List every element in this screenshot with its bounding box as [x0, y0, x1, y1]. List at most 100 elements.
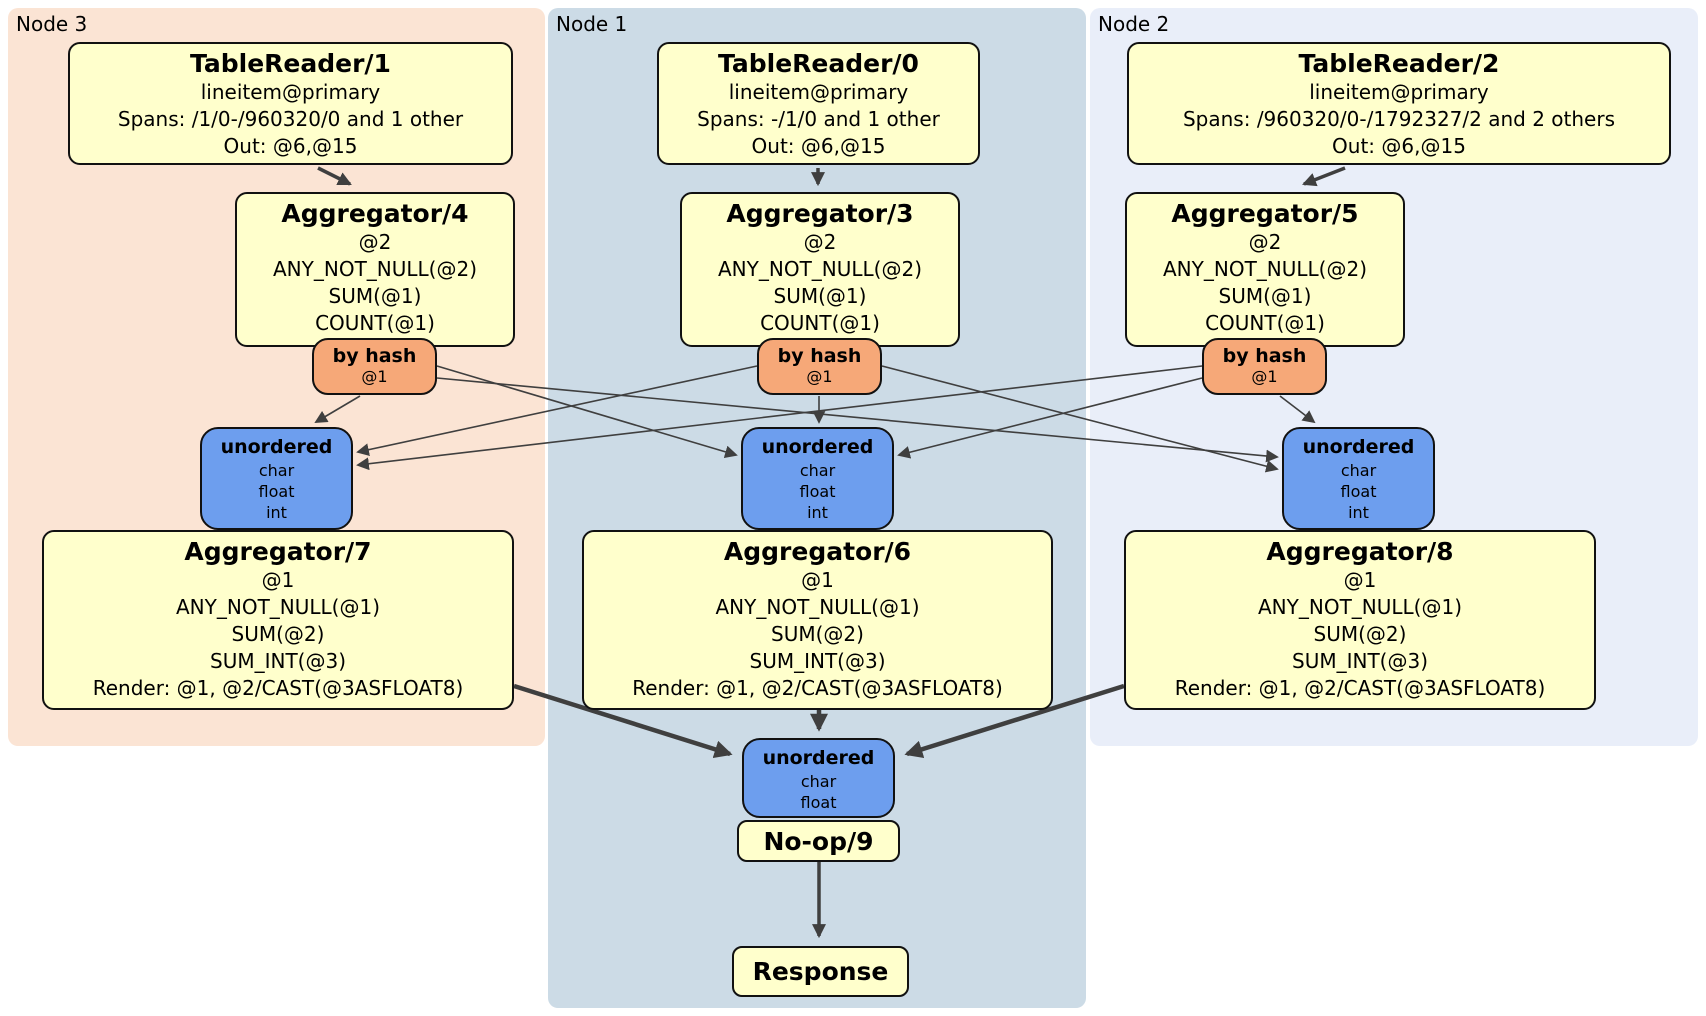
node2-label: Node 2: [1098, 12, 1170, 36]
sync-output-title: unordered: [762, 747, 875, 769]
aggregator-8: Aggregator/8 @1 ANY_NOT_NULL(@1) SUM(@2)…: [1124, 530, 1596, 710]
aggregator-4-fn1: ANY_NOT_NULL(@2): [273, 257, 477, 281]
aggregator-3-fn3: COUNT(@1): [760, 311, 880, 335]
sync-node3-title: unordered: [220, 436, 333, 458]
table-reader-2-title: TableReader/2: [1298, 49, 1500, 78]
sync-node3: unordered char float int: [200, 427, 353, 530]
sync-node2-col2: float: [1340, 482, 1377, 501]
edge-router3-sync1: [436, 365, 738, 459]
aggregator-8-groupcols: @1: [1343, 568, 1377, 592]
aggregator-7-groupcols: @1: [261, 568, 295, 592]
table-reader-0-spans: Spans: -/1/0 and 1 other: [697, 107, 940, 131]
aggregator-4: Aggregator/4 @2 ANY_NOT_NULL(@2) SUM(@1)…: [235, 192, 515, 347]
aggregator-6: Aggregator/6 @1 ANY_NOT_NULL(@1) SUM(@2)…: [582, 530, 1053, 710]
table-reader-1-out: Out: @6,@15: [223, 134, 358, 158]
table-reader-0-out: Out: @6,@15: [751, 134, 886, 158]
table-reader-0: TableReader/0 lineitem@primary Spans: -/…: [657, 42, 980, 165]
aggregator-6-groupcols: @1: [801, 568, 834, 592]
sync-node3-col2: float: [258, 482, 295, 501]
aggregator-8-fn1: ANY_NOT_NULL(@1): [1258, 595, 1462, 619]
aggregator-5-groupcols: @2: [1248, 230, 1282, 254]
aggregator-4-title: Aggregator/4: [281, 199, 469, 228]
hash-router-node2-title: by hash: [1222, 345, 1307, 367]
node1-label: Node 1: [556, 12, 628, 36]
aggregator-3-fn2: SUM(@1): [773, 284, 867, 308]
noop-processor-title: No-op/9: [763, 826, 874, 856]
sync-node2-col1: char: [1340, 461, 1377, 480]
edge-aggregator8-outputsync: [904, 683, 1125, 759]
sync-node1-title: unordered: [761, 436, 874, 458]
aggregator-5-fn3: COUNT(@1): [1205, 311, 1325, 335]
hash-router-node2: by hash @1: [1202, 338, 1327, 395]
aggregator-5-fn2: SUM(@1): [1218, 284, 1312, 308]
sync-node1-col2: float: [799, 482, 836, 501]
response-node-title: Response: [752, 957, 889, 986]
hash-router-node1-columns: @1: [806, 367, 833, 386]
aggregator-4-groupcols: @2: [358, 230, 392, 254]
edge-router3-sync3: [314, 395, 361, 423]
edge-tablereader1-aggregator4: [317, 166, 352, 186]
aggregator-8-fn2: SUM(@2): [1313, 622, 1407, 646]
sync-node3-col1: char: [258, 461, 295, 480]
aggregator-8-title: Aggregator/8: [1266, 537, 1454, 566]
table-reader-2-index: lineitem@primary: [1309, 80, 1489, 104]
edge-router2-sync1: [897, 377, 1203, 459]
hash-router-node3-columns: @1: [361, 367, 388, 386]
aggregator-4-fn2: SUM(@1): [328, 284, 422, 308]
aggregator-7: Aggregator/7 @1 ANY_NOT_NULL(@1) SUM(@2)…: [42, 530, 514, 710]
aggregator-3-title: Aggregator/3: [726, 199, 914, 228]
noop-processor: No-op/9: [737, 820, 900, 862]
edge-aggregator7-outputsync: [513, 683, 733, 758]
aggregator-7-fn1: ANY_NOT_NULL(@1): [176, 595, 380, 619]
table-reader-2-spans: Spans: /960320/0-/1792327/2 and 2 others: [1182, 107, 1615, 131]
sync-output-col1: char: [800, 772, 837, 791]
aggregator-8-fn3: SUM_INT(@3): [1292, 649, 1428, 673]
table-reader-2: TableReader/2 lineitem@primary Spans: /9…: [1127, 42, 1671, 165]
aggregator-7-fn3: SUM_INT(@3): [210, 649, 346, 673]
sync-output-col2: float: [800, 793, 837, 812]
aggregator-6-render: Render: @1, @2/CAST(@3ASFLOAT8): [632, 676, 1003, 700]
table-reader-1: TableReader/1 lineitem@primary Spans: /1…: [68, 42, 513, 165]
sync-output: unordered char float: [742, 738, 895, 818]
table-reader-1-index: lineitem@primary: [200, 80, 381, 104]
aggregator-6-title: Aggregator/6: [723, 537, 912, 566]
node3-label: Node 3: [16, 12, 88, 36]
aggregator-7-title: Aggregator/7: [184, 537, 372, 566]
table-reader-1-title: TableReader/1: [190, 49, 391, 78]
edge-router2-sync2: [1279, 395, 1316, 424]
aggregator-7-render: Render: @1, @2/CAST(@3ASFLOAT8): [92, 676, 464, 700]
aggregator-5-title: Aggregator/5: [1171, 199, 1359, 228]
aggregator-3-fn1: ANY_NOT_NULL(@2): [718, 257, 922, 281]
hash-router-node2-columns: @1: [1251, 367, 1278, 386]
sync-node2-col3: int: [1348, 503, 1369, 522]
hash-router-node3: by hash @1: [312, 338, 437, 395]
table-reader-0-index: lineitem@primary: [728, 80, 909, 104]
edge-tablereader2-aggregator5: [1302, 166, 1346, 187]
sync-node3-col3: int: [266, 503, 287, 522]
response-node: Response: [732, 946, 909, 997]
sync-node1-col3: int: [807, 503, 828, 522]
aggregator-4-fn3: COUNT(@1): [315, 311, 435, 335]
sync-node1: unordered char float int: [741, 427, 894, 530]
aggregator-3: Aggregator/3 @2 ANY_NOT_NULL(@2) SUM(@1)…: [680, 192, 960, 347]
aggregator-3-groupcols: @2: [803, 230, 837, 254]
aggregator-5-fn1: ANY_NOT_NULL(@2): [1163, 257, 1367, 281]
table-reader-1-spans: Spans: /1/0-/960320/0 and 1 other: [117, 107, 464, 131]
edge-router1-sync3: [356, 365, 758, 456]
table-reader-0-title: TableReader/0: [718, 49, 919, 78]
edge-router1-sync2: [881, 365, 1279, 473]
sync-node2: unordered char float int: [1282, 427, 1435, 530]
edge-router3-sync2: [436, 377, 1279, 463]
sync-node2-title: unordered: [1302, 436, 1415, 458]
edge-router2-sync3: [356, 365, 1203, 471]
aggregator-6-fn2: SUM(@2): [771, 622, 864, 646]
aggregator-6-fn1: ANY_NOT_NULL(@1): [715, 595, 920, 619]
aggregator-5: Aggregator/5 @2 ANY_NOT_NULL(@2) SUM(@1)…: [1125, 192, 1405, 347]
aggregator-6-fn3: SUM_INT(@3): [749, 649, 886, 673]
sync-node1-col1: char: [799, 461, 836, 480]
hash-router-node1: by hash @1: [757, 338, 882, 395]
table-reader-2-out: Out: @6,@15: [1332, 134, 1466, 158]
hash-router-node1-title: by hash: [777, 345, 862, 367]
